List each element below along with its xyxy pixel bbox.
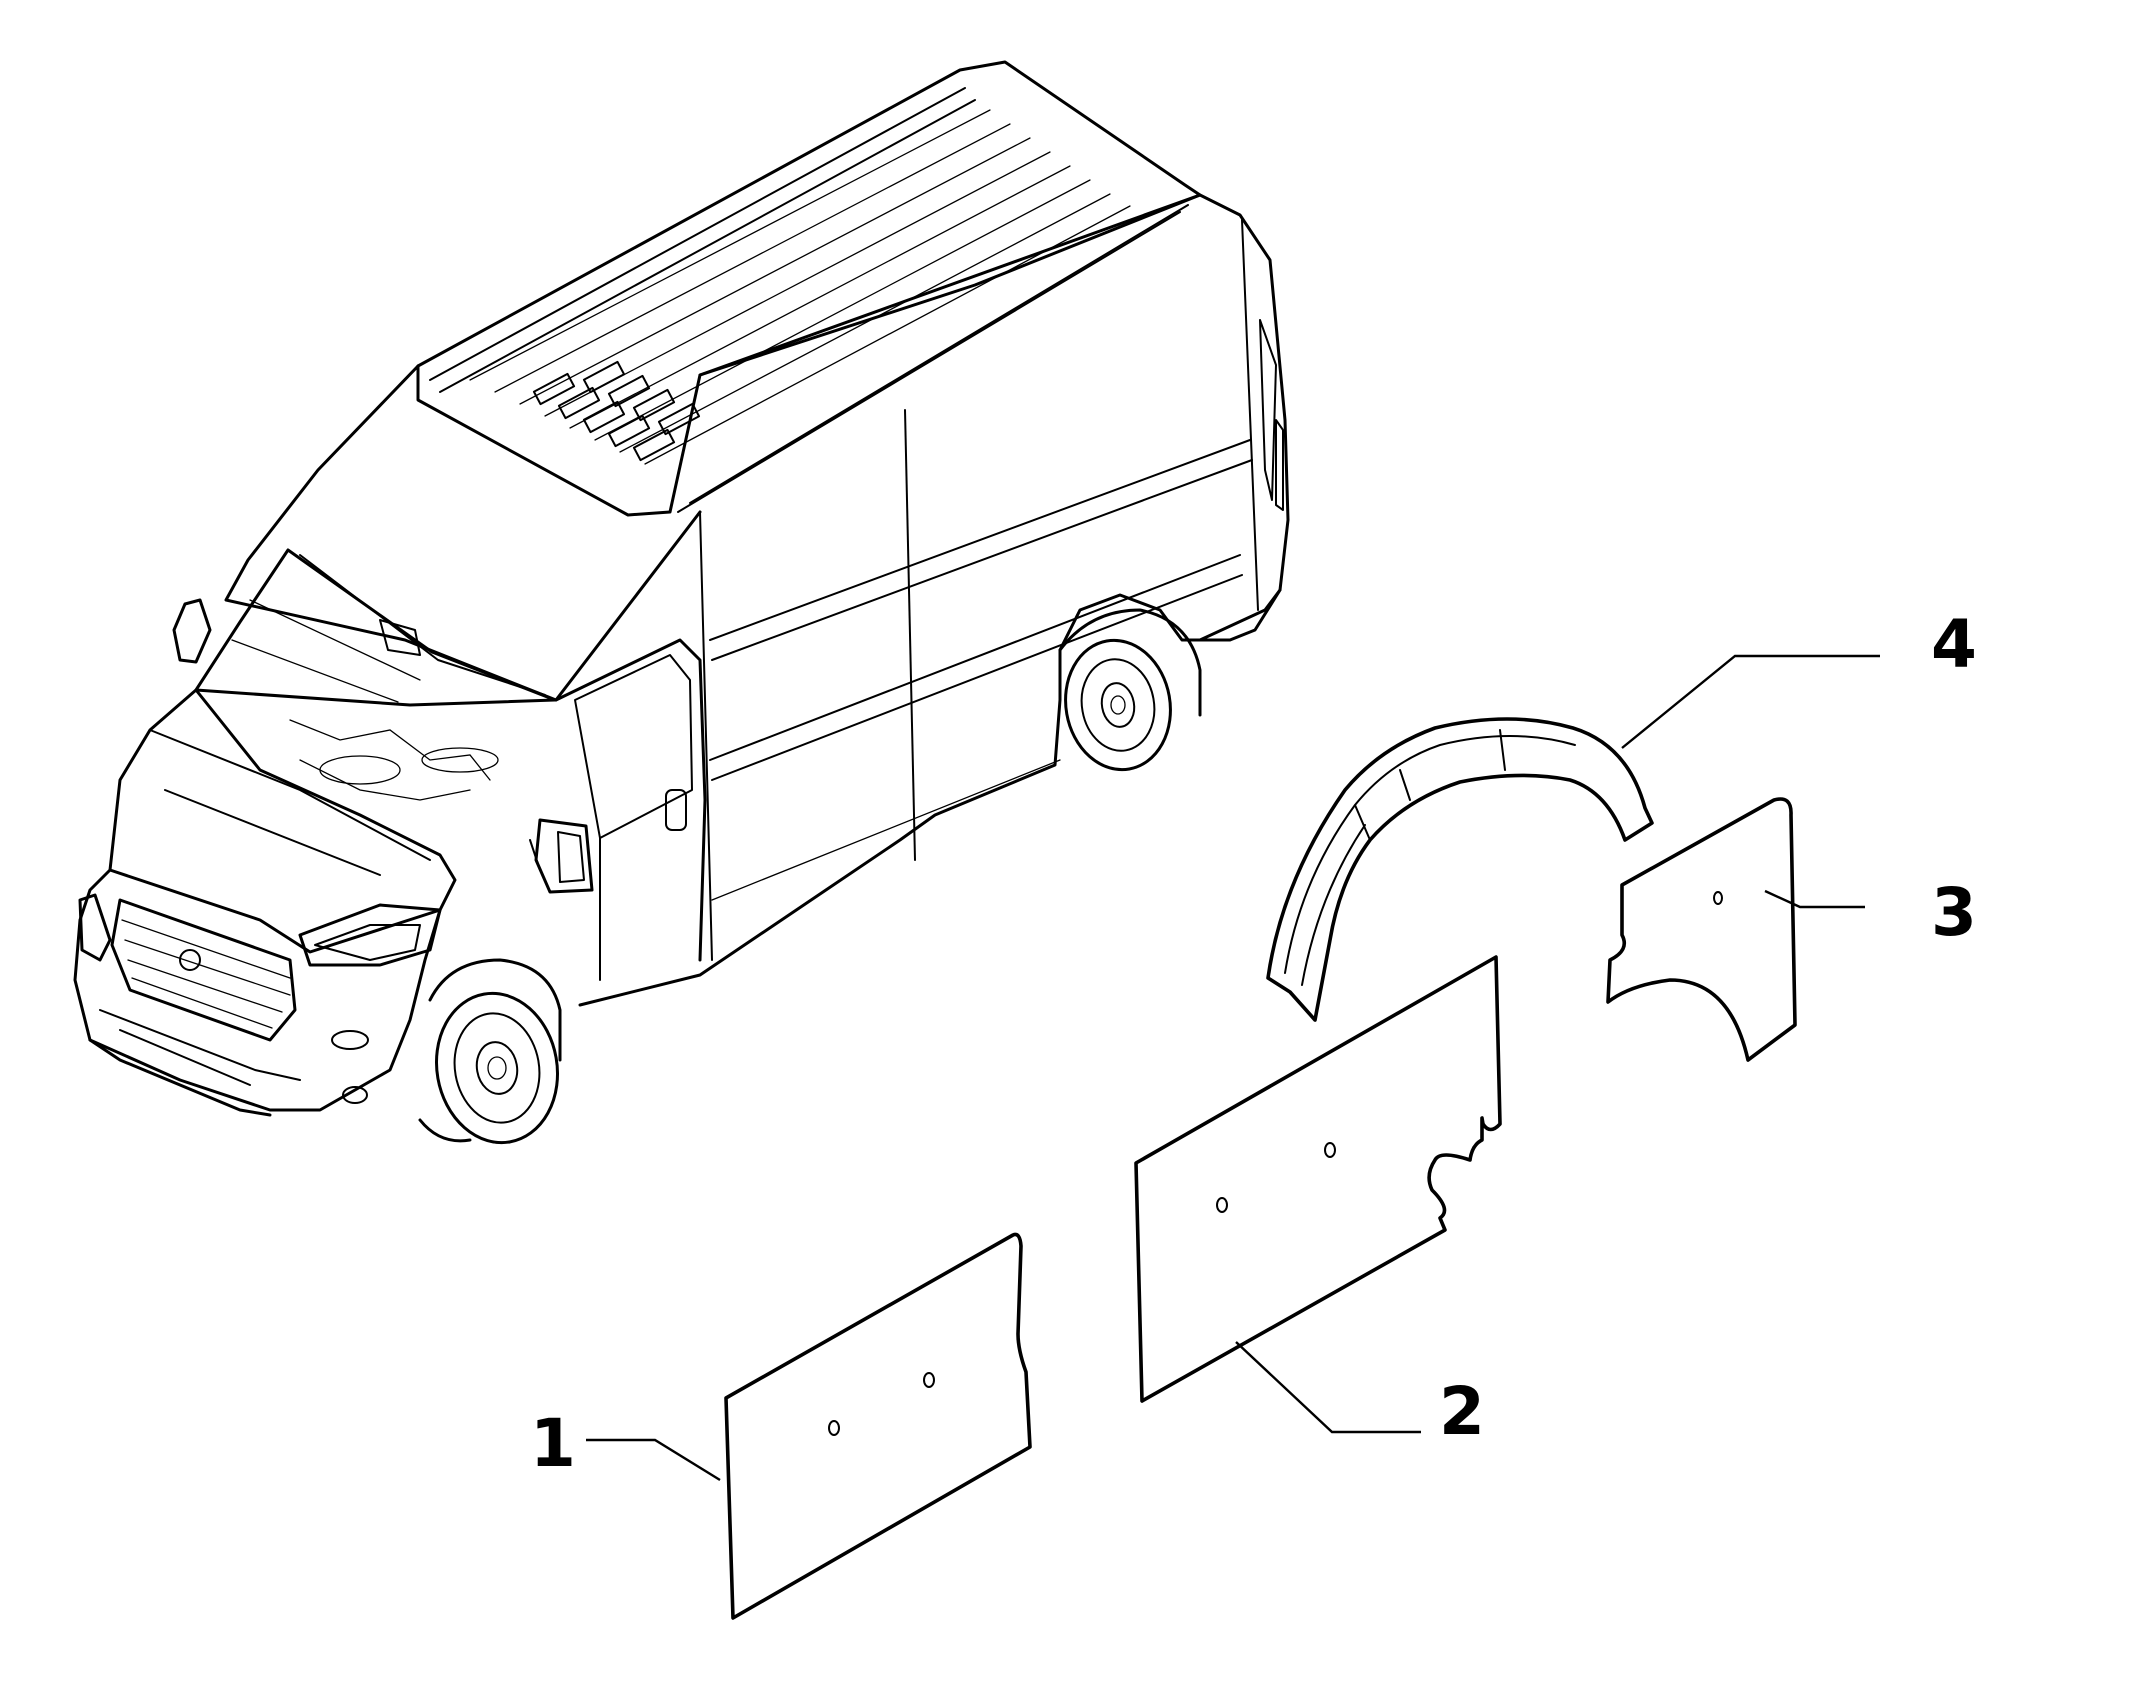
callout-4: 4 bbox=[1931, 606, 1977, 683]
callout-1: 1 bbox=[530, 1405, 576, 1482]
part-4-wheel-arch-liner bbox=[1266, 717, 1654, 1022]
part-3-panel bbox=[1606, 797, 1797, 1062]
roof-vents bbox=[532, 360, 701, 462]
roof-ribs bbox=[469, 109, 1131, 465]
leader-lines bbox=[586, 654, 1880, 1482]
part-2-panel bbox=[1134, 955, 1502, 1403]
part-1-panel bbox=[724, 1232, 1032, 1620]
van-illustration bbox=[73, 60, 1290, 1145]
front-wheel bbox=[418, 958, 562, 1145]
callout-2: 2 bbox=[1439, 1373, 1485, 1450]
side-mirror bbox=[529, 818, 594, 894]
front-grille bbox=[110, 898, 297, 1042]
callout-3: 3 bbox=[1931, 874, 1977, 951]
rear-wheel bbox=[1058, 608, 1202, 772]
